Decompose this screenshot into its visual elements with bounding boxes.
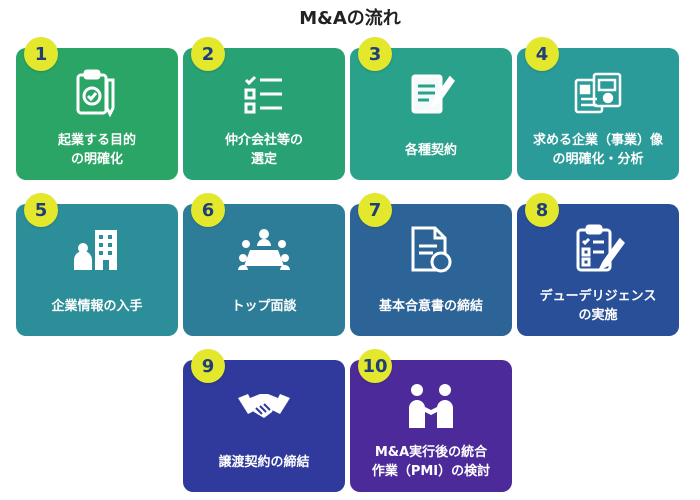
step-card-9: 9 譲渡契約の締結 xyxy=(183,349,345,492)
step-number-badge: 5 xyxy=(24,193,58,227)
person-building-icon xyxy=(74,230,117,270)
step-number-badge: 1 xyxy=(24,37,58,71)
clipboard-check-pencil-icon xyxy=(76,69,115,118)
documents-chart-icon xyxy=(574,72,622,114)
step-number-badge: 7 xyxy=(358,193,392,227)
step-label: 求める企業（事業）像 の明確化・分析 xyxy=(532,133,663,167)
step-label: トップ面談 xyxy=(231,298,297,314)
meeting-table-icon xyxy=(238,229,290,270)
checklist-pen-icon xyxy=(576,224,625,272)
step-number-badge: 10 xyxy=(358,349,392,383)
step-card-4: 4 求める企業（事業）像 の明確化・分析 xyxy=(517,37,679,180)
step-card-8: 8 デューデリジェンス の実施 xyxy=(517,193,679,336)
checklist-icon xyxy=(244,75,282,114)
step-label: 基本合意書の締結 xyxy=(378,298,483,314)
page-title: M&Aの流れ xyxy=(299,8,401,29)
step-number-badge: 4 xyxy=(525,37,559,71)
step-card-5: 5 企業情報の入手 xyxy=(16,193,178,336)
people-handshake-icon xyxy=(409,384,453,428)
step-label: 譲渡契約の締結 xyxy=(218,454,310,470)
step-card-6: 6 トップ面談 xyxy=(183,193,345,336)
step-card-2: 2 仲介会社等の 選定 xyxy=(183,37,345,180)
step-label: 各種契約 xyxy=(404,142,457,158)
step-number-badge: 2 xyxy=(191,37,225,71)
step-number-badge: 3 xyxy=(358,37,392,71)
step-label: 起業する目的 の明確化 xyxy=(57,133,136,167)
step-label: 企業情報の入手 xyxy=(51,298,143,314)
step-card-3: 3 各種契約 xyxy=(350,37,512,180)
step-card-1: 1 起業する目的 の明確化 xyxy=(16,37,178,180)
step-label: 仲介会社等の 選定 xyxy=(224,133,303,167)
step-number-badge: 6 xyxy=(191,193,225,227)
handshake-icon xyxy=(238,394,290,418)
step-number-badge: 9 xyxy=(191,349,225,383)
step-card-10: 10 M&A実行後の統合 作業（PMI）の検討 xyxy=(350,349,512,492)
contract-signing-icon xyxy=(411,74,455,114)
step-label: M&A実行後の統合 作業（PMI）の検討 xyxy=(371,445,491,479)
step-number-badge: 8 xyxy=(525,193,559,227)
step-card-7: 7 基本合意書の締結 xyxy=(350,193,512,336)
step-label: デューデリジェンス の実施 xyxy=(539,289,657,323)
document-seal-icon xyxy=(411,226,452,273)
